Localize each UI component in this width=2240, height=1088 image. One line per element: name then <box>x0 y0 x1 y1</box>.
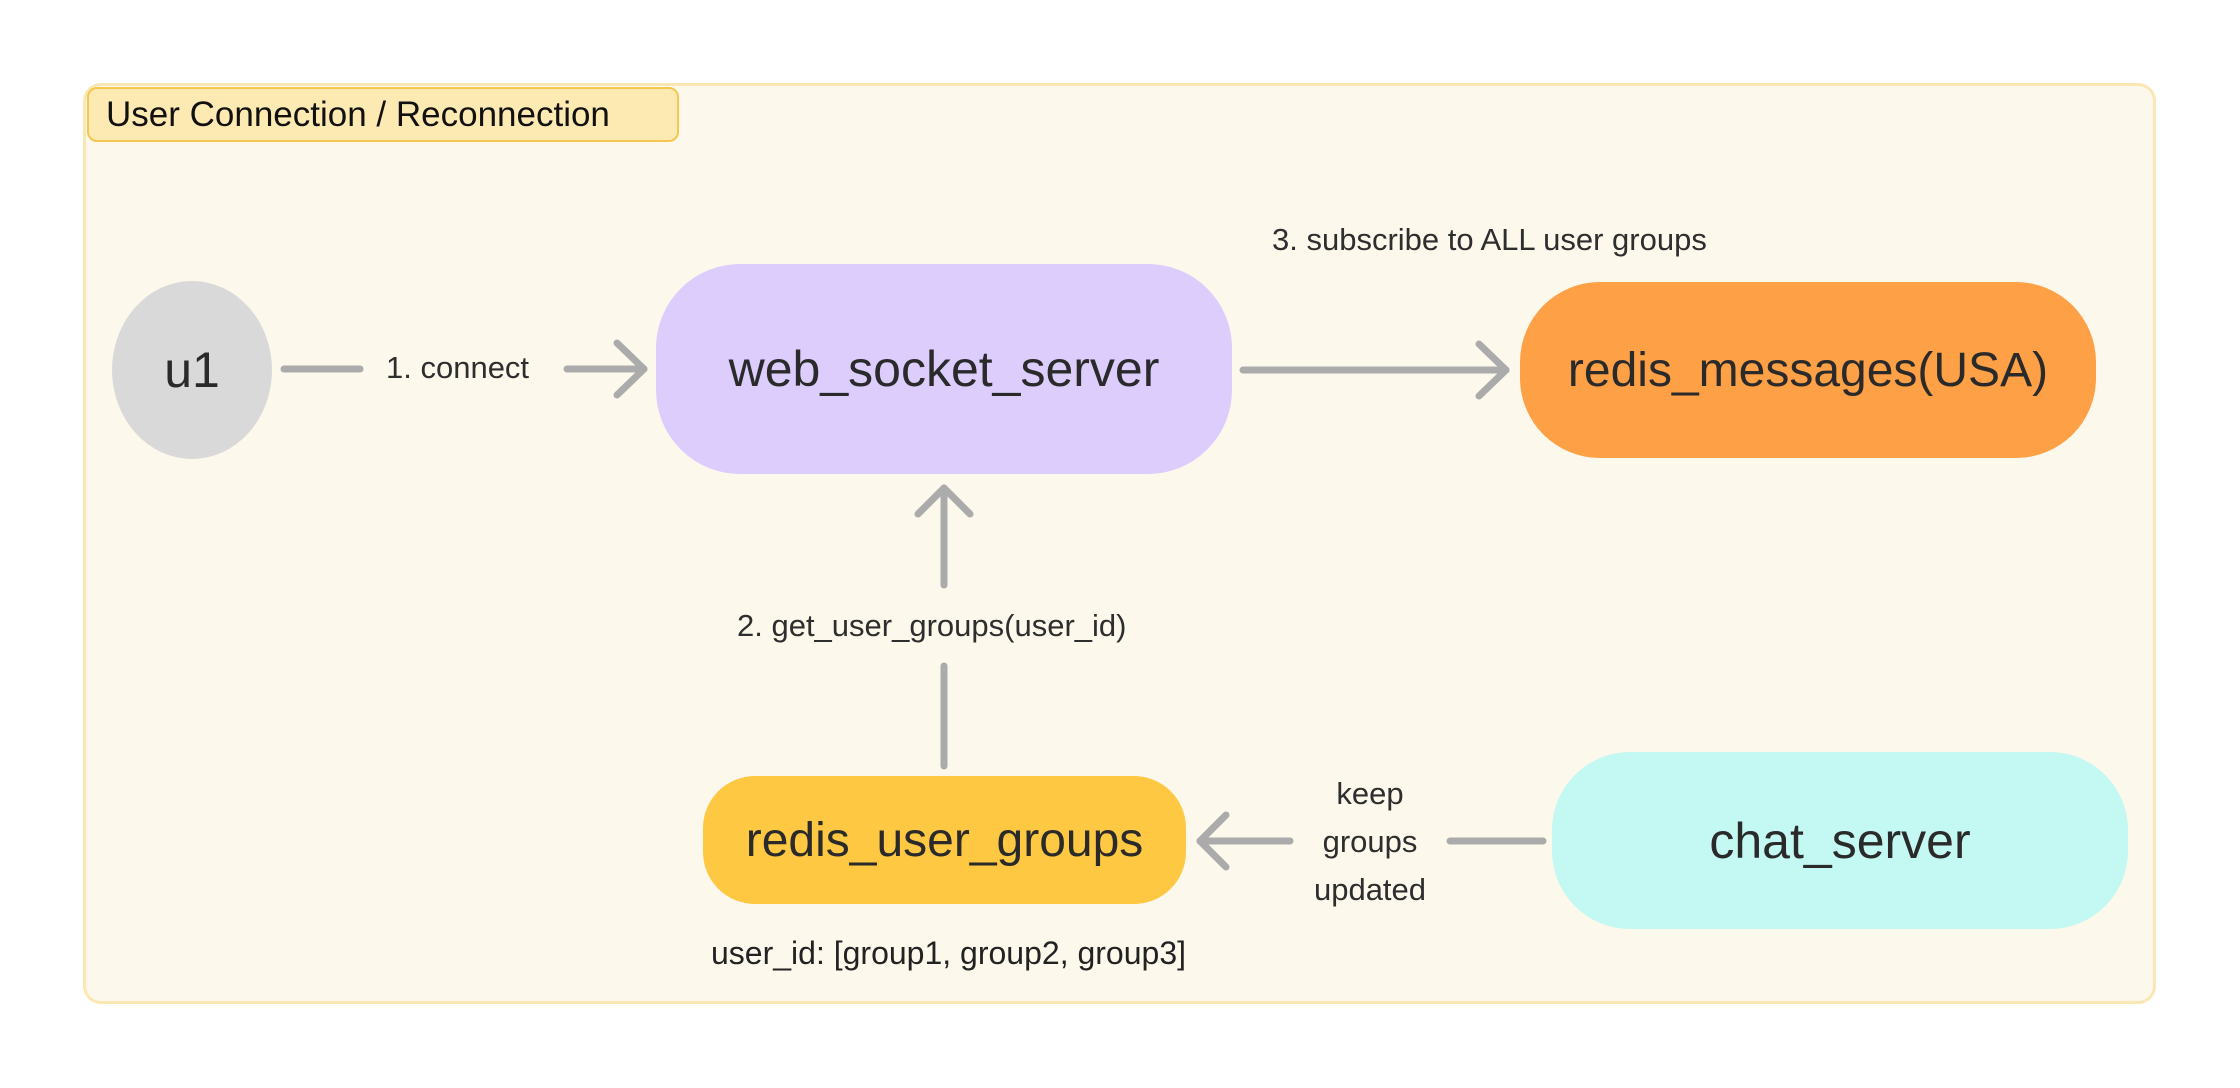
annotation-user-groups-example: user_id: [group1, group2, group3] <box>711 935 1186 971</box>
node-redis-user-groups: redis_user_groups <box>703 776 1186 904</box>
node-u1: u1 <box>112 281 272 459</box>
edge-getgroups-arrowhead <box>914 484 974 518</box>
edge-label-keep-groups-updated: keep groups updated <box>1290 770 1450 914</box>
edge-label-keep-line-3: updated <box>1313 872 1427 907</box>
edge-label-get-user-groups: 2. get_user_groups(user_id) <box>737 608 1127 643</box>
node-chat-server: chat_server <box>1552 752 2128 929</box>
edge-subscribe-arrowhead <box>1475 340 1510 400</box>
edge-keep-arrowhead <box>1196 811 1230 871</box>
edge-label-subscribe: 3. subscribe to ALL user groups <box>1272 222 1707 257</box>
node-web-socket-server: web_socket_server <box>656 264 1232 474</box>
node-redis-messages: redis_messages(USA) <box>1520 282 2096 458</box>
edge-label-keep-line-1: keep <box>1336 776 1404 811</box>
edge-label-connect: 1. connect <box>386 350 530 385</box>
group-title: User Connection / Reconnection <box>87 87 679 142</box>
edge-connect-arrowhead <box>613 339 648 399</box>
edge-label-keep-line-2: groups <box>1322 824 1418 859</box>
